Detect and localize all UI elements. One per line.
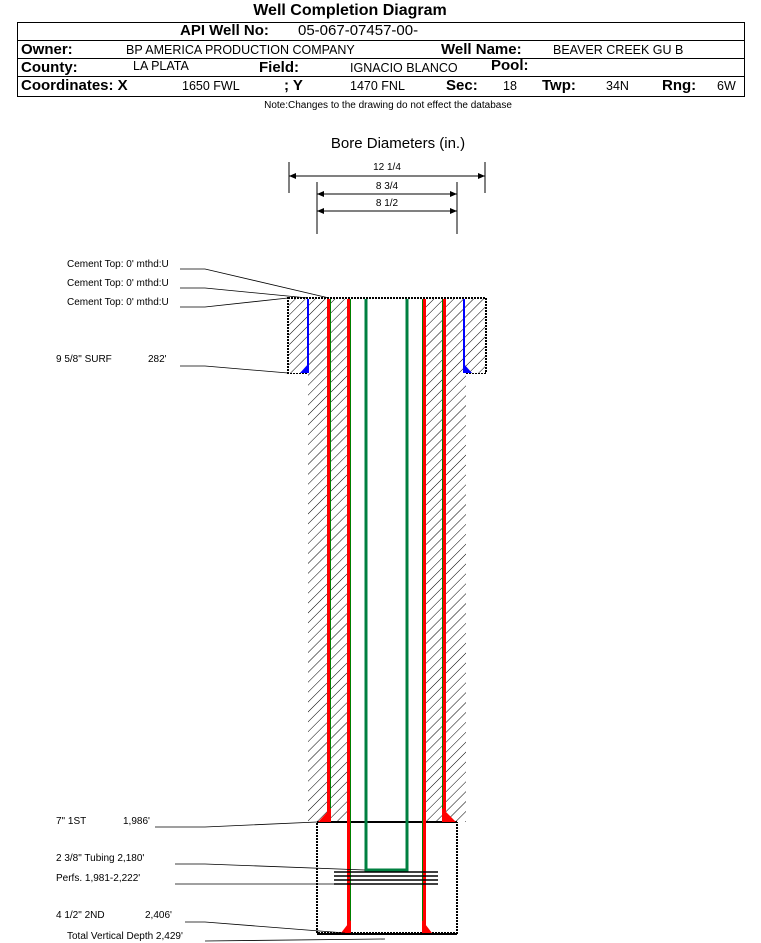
- surface-casing: [300, 299, 472, 373]
- dimension-arrows: [289, 173, 485, 214]
- rng-value: 6W: [717, 79, 736, 93]
- coordinates-row: Coordinates: X 1650 FWL ; Y 1470 FNL Sec…: [18, 76, 744, 97]
- coord-y-value: 1470 FNL: [350, 79, 405, 93]
- leader-lines: [155, 268, 386, 942]
- pool-label: Pool:: [491, 57, 529, 74]
- twp-value: 34N: [606, 79, 629, 93]
- coord-y-label: ; Y: [284, 77, 303, 94]
- bore-diameter-2: 8 3/4: [376, 181, 399, 192]
- tubing-label: 2 3/8" Tubing 2,180': [56, 853, 144, 864]
- api-row: API Well No: 05-067-07457-00-: [18, 22, 744, 40]
- rng-label: Rng:: [662, 77, 697, 94]
- cement-top-label-3: Cement Top: 0' mthd:U: [67, 297, 169, 308]
- county-value: LA PLATA: [133, 59, 189, 73]
- bore-diameter-1: 12 1/4: [373, 162, 401, 173]
- owner-label: Owner:: [21, 41, 73, 58]
- api-label: API Well No:: [180, 22, 269, 39]
- well-name-label: Well Name:: [441, 41, 522, 58]
- api-value: 05-067-07457-00-: [298, 22, 419, 39]
- sec-value: 18: [503, 79, 517, 93]
- total-depth-label: Total Vertical Depth 2,429': [67, 931, 183, 942]
- first-casing-depth: 1,986': [123, 816, 150, 827]
- county-row: County: LA PLATA Field: IGNACIO BLANCO P…: [18, 57, 744, 77]
- owner-value: BP AMERICA PRODUCTION COMPANY: [126, 43, 355, 57]
- county-label: County:: [21, 59, 78, 76]
- casing-7in: [318, 299, 456, 822]
- twp-label: Twp:: [542, 77, 576, 94]
- page-title: Well Completion Diagram: [253, 2, 447, 19]
- first-casing-label: 7" 1ST: [56, 816, 86, 827]
- coord-x-label: Coordinates: X: [21, 77, 128, 94]
- perfs-label: Perfs. 1,981-2,222': [56, 873, 140, 884]
- dimension-lines: [288, 162, 486, 234]
- coord-x-value: 1650 FWL: [182, 79, 240, 93]
- note-text: Note:Changes to the drawing do not effec…: [264, 100, 512, 111]
- surf-casing-label: 9 5/8" SURF: [56, 354, 112, 365]
- tubing: [364, 299, 409, 872]
- field-value: IGNACIO BLANCO: [350, 61, 458, 75]
- second-casing-depth: 2,406': [145, 910, 172, 921]
- cement: [289, 299, 485, 822]
- owner-row: Owner: BP AMERICA PRODUCTION COMPANY Wel…: [18, 40, 744, 59]
- casing-4-5in: [341, 299, 432, 933]
- bore-diameter-3: 8 1/2: [376, 198, 399, 209]
- cement-top-label-1: Cement Top: 0' mthd:U: [67, 259, 169, 270]
- well-name-value: BEAVER CREEK GU B: [553, 43, 684, 57]
- cement-top-label-2: Cement Top: 0' mthd:U: [67, 278, 169, 289]
- second-casing-label: 4 1/2" 2ND: [56, 910, 105, 921]
- sec-label: Sec:: [446, 77, 478, 94]
- surf-casing-depth: 282': [148, 354, 167, 365]
- field-label: Field:: [259, 59, 299, 76]
- bore-title: Bore Diameters (in.): [331, 135, 465, 152]
- well-header-table: API Well No: 05-067-07457-00- Owner: BP …: [17, 22, 745, 97]
